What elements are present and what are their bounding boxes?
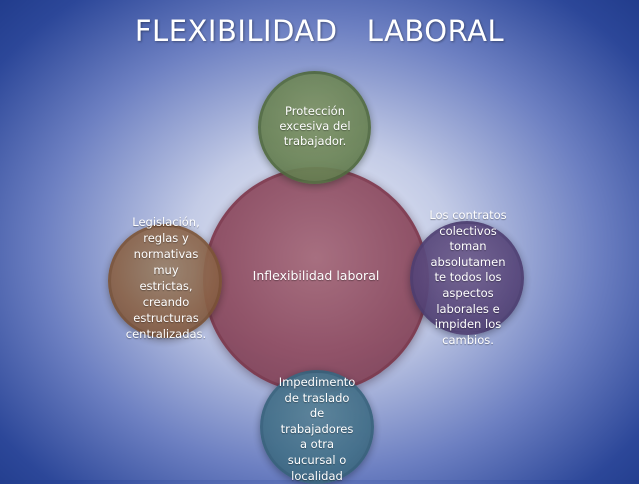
left-circle — [108, 224, 222, 338]
top-label: Protección excesiva del trabajador. — [279, 104, 351, 148]
bottom-label: Impedimento de traslado de trabajadores … — [278, 375, 356, 483]
slide-title: FLEXIBILIDAD LABORAL — [134, 14, 505, 48]
left-label: Legislación, reglas y normativas muy est… — [125, 215, 207, 341]
right-circle — [410, 221, 524, 335]
right-label: Los contratos colectivos toman absolutam… — [429, 208, 507, 347]
top-circle — [258, 71, 371, 184]
center-label: Inflexibilidad laboral — [252, 268, 380, 283]
